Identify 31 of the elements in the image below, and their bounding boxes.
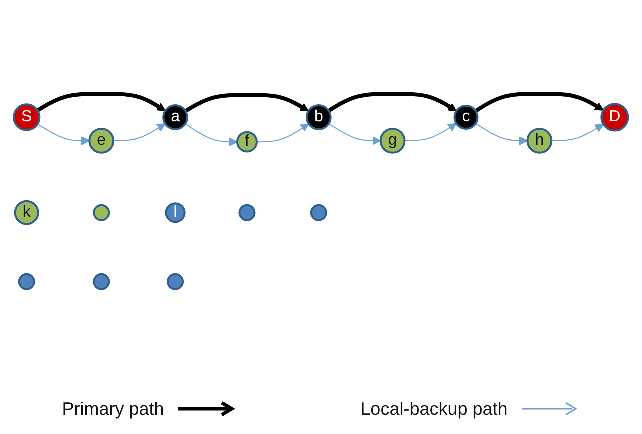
node-circle: g: [380, 128, 406, 154]
arrow: [474, 92, 604, 114]
arrow: [328, 124, 382, 146]
node-circle: D: [600, 104, 630, 132]
arrow: [36, 92, 166, 113]
node-circle: h: [526, 128, 553, 154]
legend-text: Primary path: [62, 398, 164, 420]
arrow: [184, 124, 238, 147]
arrow: [328, 92, 457, 114]
node-circle: [238, 204, 256, 222]
node-circle: b: [306, 104, 332, 131]
node-circle: l: [165, 202, 186, 224]
node-circle: [310, 204, 328, 222]
node-circle: [93, 274, 110, 291]
arrow: [256, 124, 310, 143]
node-circle: e: [88, 128, 114, 154]
node-circle: [166, 274, 184, 291]
node-circle: S: [12, 104, 41, 132]
node-circle: k: [14, 200, 40, 226]
node-circle: a: [162, 104, 188, 131]
legend-text: Local-backup path: [360, 398, 508, 420]
node-circle: [18, 274, 36, 291]
arrow: [37, 124, 90, 146]
node-circle: [93, 204, 110, 222]
arrow: [475, 124, 528, 146]
arrow: [551, 124, 604, 142]
arrow: [112, 124, 166, 142]
node-circle: f: [236, 132, 258, 154]
arrow: [184, 93, 309, 114]
arrow: [404, 124, 457, 142]
node-circle: c: [454, 105, 479, 130]
